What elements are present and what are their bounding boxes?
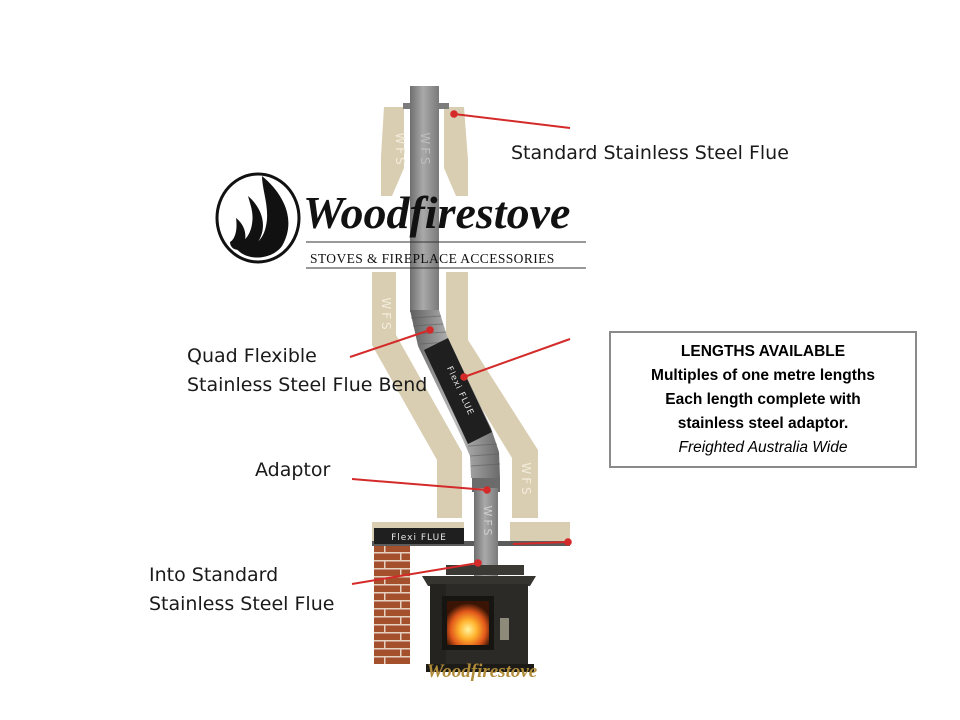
wfs-marking-top: WFS — [418, 132, 432, 167]
wfs-marking-adaptor: WFS — [481, 506, 494, 539]
logo-wordmark: Woodfirestove — [303, 187, 570, 238]
lengths-line-4: Freighted Australia Wide — [678, 439, 848, 456]
stove-badge-wordmark: Woodfirestove — [427, 661, 538, 682]
standard-flue-pipe — [410, 86, 439, 312]
casing-right-lower — [446, 272, 538, 518]
leader-casing — [463, 338, 571, 378]
leader-plate — [512, 541, 569, 545]
leader-standard-flue — [453, 113, 571, 129]
ceiling-plate — [372, 541, 570, 546]
leader-into-standard — [351, 562, 479, 585]
lengths-line-2: Each length complete with — [665, 391, 861, 408]
wfs-marking-upper-casing: WFS — [393, 132, 407, 167]
casing-left-upper — [381, 107, 404, 196]
flexi-flue-wrap — [424, 338, 492, 444]
lengths-available-box: LENGTHS AVAILABLE Multiples of one metre… — [609, 331, 917, 468]
casing-left-lower — [372, 272, 462, 518]
label-into-standard-line2: Stainless Steel Flue — [149, 593, 335, 615]
flexi-flue-panel-text: Flexi FLUE — [391, 533, 447, 543]
label-into-standard-line1: Into Standard — [149, 564, 279, 586]
lengths-line-1: Multiples of one metre lengths — [651, 367, 875, 384]
leader-lines — [349, 110, 572, 585]
logo-tagline: STOVES & FIREPLACE ACCESSORIES — [310, 251, 555, 266]
flame-logo-icon — [215, 172, 301, 264]
label-standard-flue: Standard Stainless Steel Flue — [511, 142, 789, 164]
label-quad-bend-line2: Stainless Steel Flue Bend — [187, 374, 428, 396]
lengths-heading: LENGTHS AVAILABLE — [680, 343, 846, 360]
brick-wall — [374, 546, 410, 664]
mantel-right — [510, 522, 570, 544]
flexi-flue-panel — [374, 528, 464, 544]
leader-adaptor — [351, 478, 488, 491]
wood-stove — [422, 565, 536, 672]
lengths-line-3: stainless steel adaptor. — [677, 415, 849, 432]
leader-quad-bend — [349, 329, 431, 358]
wfs-marking-lower-right: WFS — [519, 462, 533, 497]
label-quad-bend-line1: Quad Flexible — [187, 345, 317, 367]
label-adaptor: Adaptor — [255, 459, 331, 481]
casing-right-upper — [444, 107, 468, 196]
wfs-marking-lower-left: WFS — [379, 297, 393, 332]
